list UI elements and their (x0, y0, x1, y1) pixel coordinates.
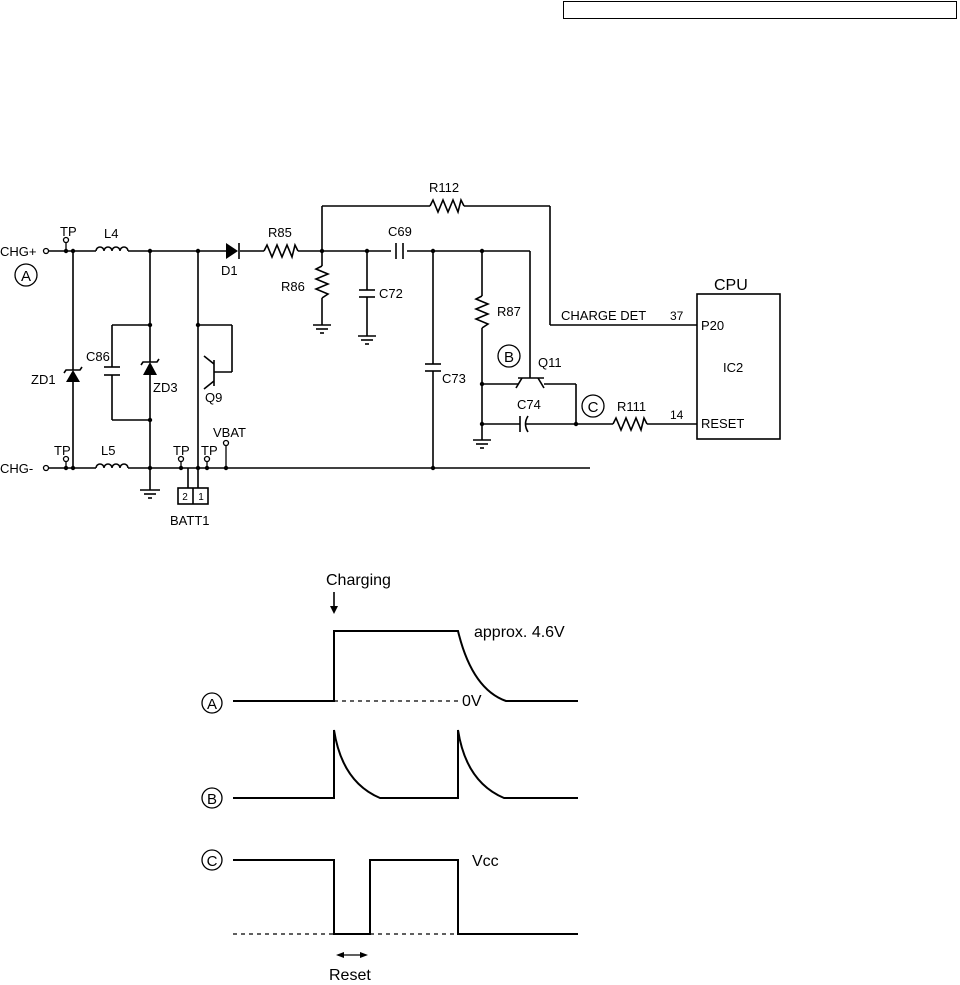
q9-transistor: Q9 (197, 251, 233, 468)
charge-det-label: CHARGE DET (561, 308, 646, 323)
r111-resistor: R111 14 (612, 399, 697, 433)
r86-label: R86 (281, 279, 305, 294)
reset-label: Reset (329, 967, 371, 984)
r112-resistor: R112 CHARGE DET 37 (321, 180, 697, 326)
l4-label: L4 (104, 226, 118, 241)
batt1-connector: 2 1 BATT1 (170, 468, 210, 528)
point-c-circle (581, 394, 605, 418)
tp-top-label: TP (60, 224, 77, 239)
p20-pin-label: P20 (701, 318, 724, 333)
reset-arrow (336, 952, 368, 958)
q9-label: Q9 (205, 390, 222, 405)
chg-plus-label: CHG+ (0, 244, 36, 259)
c73-label: C73 (442, 371, 466, 386)
reset-pin-label: RESET (701, 416, 744, 431)
vcc-label: Vcc (472, 853, 499, 870)
zd3-label: ZD3 (153, 380, 178, 395)
zd1-label: ZD1 (31, 372, 56, 387)
batt1-label: BATT1 (170, 513, 210, 528)
chg-minus-terminal (42, 464, 50, 472)
waveform-b: B (201, 729, 578, 809)
zero-volt-label: 0V (462, 693, 482, 710)
waveform-a: A approx. 4.6V 0V (201, 624, 578, 714)
approx-voltage-label: approx. 4.6V (474, 624, 565, 641)
c69-capacitor: C69 (388, 224, 412, 259)
r87-q11-c74: B C R87 Q11 C74 (473, 251, 613, 449)
waveform-a-marker-label: A (207, 696, 217, 713)
d1-diode: D1 (221, 243, 240, 278)
l4-inductor: L4 (95, 226, 129, 252)
pin-37-label: 37 (670, 309, 684, 323)
waveform-c-marker-label: C (207, 853, 218, 870)
c72-capacitor: C72 (358, 251, 403, 345)
tp-vbat: VBAT (213, 425, 246, 468)
r87-label: R87 (497, 304, 521, 319)
charging-arrow (330, 592, 338, 614)
point-c-label: C (588, 399, 599, 416)
tp-batt-2-label: TP (201, 443, 218, 458)
c86-label: C86 (86, 349, 110, 364)
tp-batt-1: TP (173, 443, 190, 468)
cpu-label: CPU (714, 277, 748, 294)
charging-label: Charging (326, 572, 391, 589)
r86-resistor: R86 (281, 251, 331, 334)
waveform-b-marker (201, 787, 223, 809)
c72-label: C72 (379, 286, 403, 301)
waveforms: Charging A approx. 4.6V 0V B C Vcc (201, 572, 578, 984)
tp-batt-2: TP (201, 443, 218, 468)
r85-label: R85 (268, 225, 292, 240)
r85-resistor: R85 (263, 225, 299, 260)
ic2-label: IC2 (723, 360, 743, 375)
c86-zd3-block: C86 ZD3 (86, 251, 178, 499)
point-a-label: A (21, 268, 31, 285)
waveform-a-marker (201, 692, 223, 714)
batt-pin-2: 2 (182, 492, 188, 503)
point-b-circle (497, 344, 521, 368)
q11-label: Q11 (538, 355, 562, 370)
waveform-c-marker (201, 849, 223, 871)
cpu-ic2-block: CPU P20 IC2 RESET (696, 277, 781, 440)
tp-batt-1-label: TP (173, 443, 190, 458)
d1-label: D1 (221, 263, 238, 278)
batt-pin-1: 1 (198, 492, 204, 503)
header-box (563, 1, 957, 19)
c73-capacitor: C73 (425, 251, 466, 468)
r111-label: R111 (617, 399, 646, 414)
waveform-b-marker-label: B (207, 791, 217, 808)
tp-bottom-left: TP (54, 443, 71, 468)
junctions (63, 248, 579, 471)
chg-minus-label: CHG- (0, 461, 33, 476)
waveform-c: C Vcc (201, 849, 578, 935)
chg-plus-terminal (42, 247, 50, 255)
circuit: CHG+ CHG- A TP TP TP TP VBAT (0, 180, 781, 528)
point-b-label: B (504, 349, 514, 366)
point-a-circle (14, 263, 38, 287)
r112-label: R112 (429, 180, 459, 195)
l5-inductor: L5 (95, 443, 129, 469)
c74-label: C74 (517, 397, 541, 412)
pin-14-label: 14 (670, 408, 684, 422)
l5-label: L5 (101, 443, 115, 458)
zd1-zener: ZD1 (31, 251, 83, 468)
tp-bottom-left-label: TP (54, 443, 71, 458)
vbat-label: VBAT (213, 425, 246, 440)
c69-label: C69 (388, 224, 412, 239)
tp-top: TP (60, 224, 77, 251)
